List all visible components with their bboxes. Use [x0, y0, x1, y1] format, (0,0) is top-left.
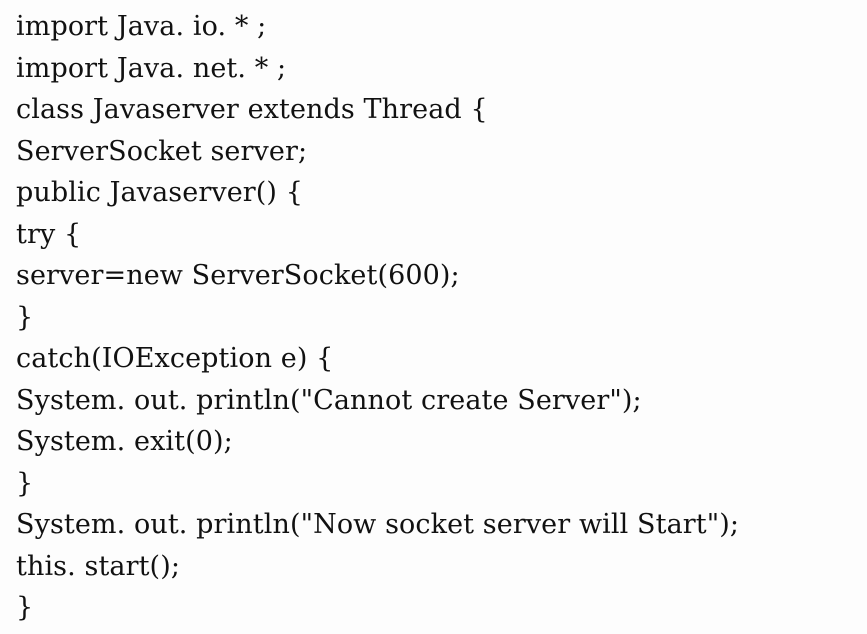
code-line-1: import Java. io. * ; [16, 11, 267, 42]
code-line-3: class Javaserver extends Thread { [16, 94, 488, 125]
code-line-14: this. start(); [16, 550, 181, 582]
code-listing: import Java. io. * ; import Java. net. *… [16, 6, 864, 629]
code-line-4: ServerSocket server; [16, 135, 308, 167]
code-line-9: catch(IOException e) { [16, 343, 334, 374]
code-line-11: System. exit(0); [16, 426, 233, 457]
code-line-2: import Java. net. * ; [16, 52, 287, 84]
code-line-6: try { [16, 218, 82, 250]
code-line-5: public Javaserver() { [16, 177, 304, 208]
code-line-15: } [16, 592, 34, 623]
code-line-12: } [16, 467, 34, 499]
code-line-13: System. out. println("Now socket server … [16, 509, 740, 540]
code-line-8: } [16, 301, 34, 333]
code-line-7: server=new ServerSocket(600); [16, 260, 460, 291]
code-line-10: System. out. println("Cannot create Serv… [16, 384, 642, 416]
